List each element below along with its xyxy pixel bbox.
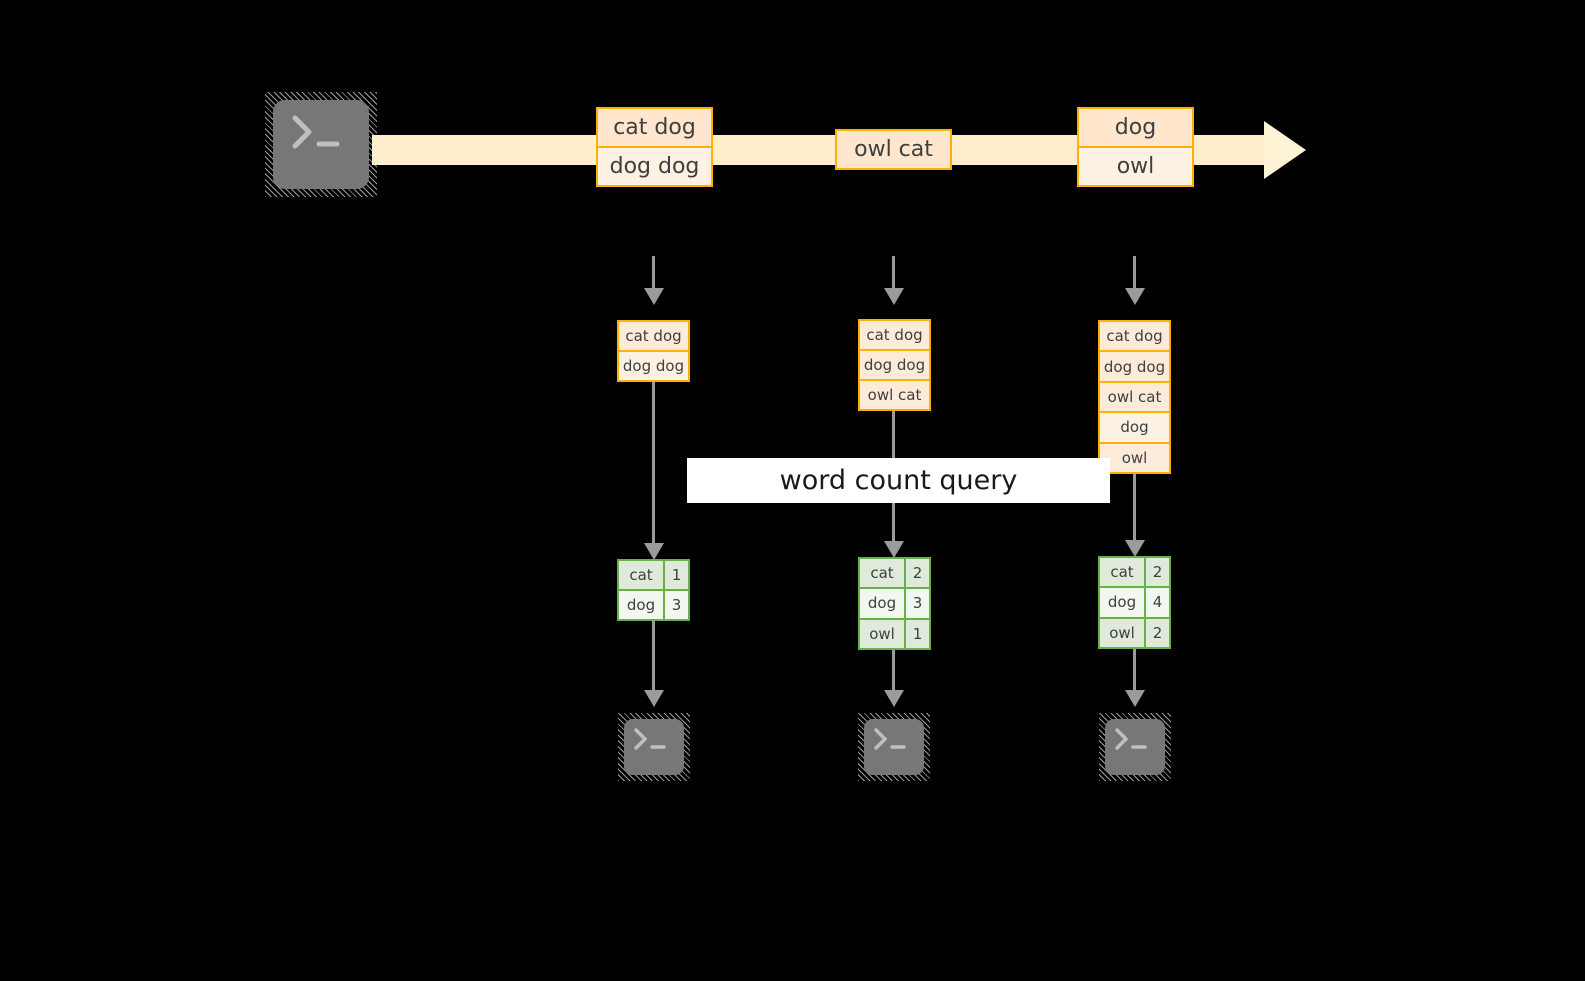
buffer-line: dog dog [860, 349, 929, 379]
word-cell: cat [629, 566, 653, 584]
terminal-prompt-glyph [1099, 713, 1171, 781]
snapshot-1-sink-arrowhead-icon [644, 690, 664, 707]
snapshot-2-feed-arrowhead-icon [884, 288, 904, 305]
table-row: cat 2 [1100, 558, 1169, 587]
record-line: owl [1079, 146, 1192, 185]
record-line: cat dog [598, 109, 711, 146]
word-cell: dog [867, 594, 897, 613]
snapshot-2-sink-arrowhead-icon [884, 690, 904, 707]
snapshot-3-feed-line [1133, 256, 1136, 289]
terminal-prompt-glyph [858, 713, 930, 781]
table-row: dog 3 [619, 589, 688, 619]
count-cell: 1 [904, 619, 929, 648]
table-row: dog 3 [860, 587, 929, 618]
word-cell: owl [869, 624, 895, 643]
word-cell: cat [1110, 563, 1134, 582]
snapshot-1-feed-line [652, 256, 655, 289]
snapshot-1-buffer[interactable]: cat dog dog dog [617, 320, 690, 382]
record-line: owl cat [837, 131, 950, 168]
snapshot-3-result-table[interactable]: cat 2 dog 4 owl 2 [1098, 556, 1171, 649]
query-label: word count query [687, 458, 1110, 503]
buffer-line: owl [1100, 441, 1169, 473]
terminal-prompt-glyph [618, 713, 690, 781]
word-cell: owl [1109, 623, 1135, 642]
snapshot-1-sink-line [652, 621, 655, 693]
stream-record-1[interactable]: cat dog dog dog [596, 107, 713, 187]
snapshot-2-sink-terminal-icon[interactable] [858, 713, 930, 781]
snapshot-2-buffer[interactable]: cat dog dog dog owl cat [858, 319, 931, 411]
buffer-line: owl cat [1100, 380, 1169, 412]
snapshot-3-query-arrowhead-icon [1125, 540, 1145, 557]
buffer-line: cat dog [860, 321, 929, 349]
snapshot-1-feed-arrowhead-icon [644, 288, 664, 305]
snapshot-1-query-arrowhead-icon [644, 543, 664, 560]
count-cell: 3 [904, 589, 929, 618]
buffer-line: cat dog [1100, 322, 1169, 351]
stream-record-3[interactable]: dog owl [1077, 107, 1194, 187]
count-cell: 1 [663, 561, 688, 589]
count-cell: 2 [1144, 618, 1169, 647]
count-cell: 4 [1144, 588, 1169, 617]
terminal-prompt-glyph [265, 92, 377, 197]
snapshot-1-sink-terminal-icon[interactable] [618, 713, 690, 781]
word-cell: cat [870, 564, 894, 583]
word-cell: dog [1107, 593, 1137, 612]
stream-record-2[interactable]: owl cat [835, 129, 952, 170]
table-row: dog 4 [1100, 586, 1169, 617]
snapshot-3-sink-arrowhead-icon [1125, 690, 1145, 707]
buffer-line: dog dog [1100, 350, 1169, 381]
stream-arrowhead-icon [1264, 121, 1306, 179]
count-cell: 3 [663, 591, 688, 619]
buffer-line: dog dog [619, 350, 688, 380]
snapshot-2-result-table[interactable]: cat 2 dog 3 owl 1 [858, 557, 931, 650]
snapshot-1-result-table[interactable]: cat 1 dog 3 [617, 559, 690, 621]
source-terminal-icon[interactable] [265, 92, 377, 197]
count-cell: 2 [904, 559, 929, 588]
table-row: cat 2 [860, 559, 929, 588]
word-cell: dog [626, 596, 656, 614]
snapshot-3-sink-line [1133, 649, 1136, 693]
snapshot-2-query-arrowhead-icon [884, 541, 904, 558]
snapshot-3-query-line [1133, 474, 1136, 548]
buffer-line: cat dog [619, 322, 688, 350]
table-row: owl 2 [1100, 616, 1169, 647]
count-cell: 2 [1144, 558, 1169, 587]
record-line: dog dog [598, 146, 711, 185]
snapshot-2-sink-line [892, 650, 895, 693]
snapshot-1-query-line [652, 382, 655, 550]
snapshot-3-buffer[interactable]: cat dog dog dog owl cat dog owl [1098, 320, 1171, 474]
buffer-line: owl cat [860, 379, 929, 409]
record-line: dog [1079, 109, 1192, 146]
snapshot-3-feed-arrowhead-icon [1125, 288, 1145, 305]
buffer-line: dog [1100, 411, 1169, 442]
snapshot-3-sink-terminal-icon[interactable] [1099, 713, 1171, 781]
snapshot-2-feed-line [892, 256, 895, 289]
table-row: owl 1 [860, 617, 929, 648]
table-row: cat 1 [619, 561, 688, 589]
